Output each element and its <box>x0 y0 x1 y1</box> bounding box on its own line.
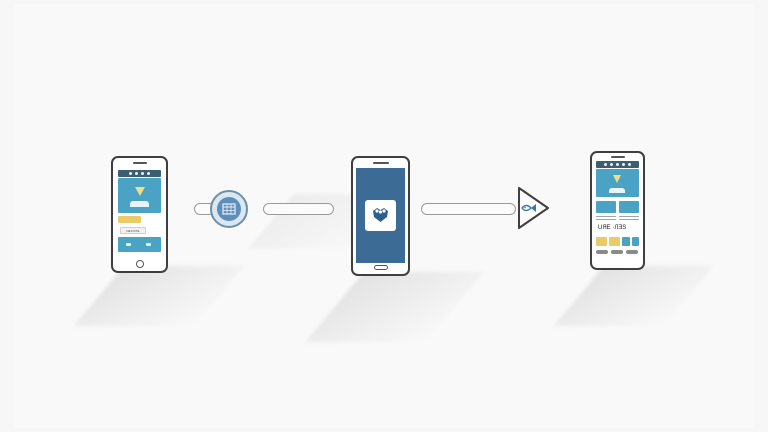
card-line <box>596 219 616 220</box>
source-phone-screen: NEXXXE <box>116 168 163 257</box>
card-icon <box>146 243 151 246</box>
content-card <box>619 201 639 213</box>
tile-blue[interactable] <box>622 237 630 246</box>
center-phone <box>351 156 410 276</box>
trophy-icon <box>613 175 621 183</box>
result-row-text: UЯE ·ЛƎS <box>598 225 627 231</box>
fish-icon <box>521 204 536 212</box>
card-line <box>619 219 639 220</box>
nav-pill[interactable] <box>596 250 608 254</box>
hero-base <box>130 201 149 207</box>
center-phone-screen <box>356 168 405 263</box>
content-card <box>596 201 616 213</box>
hero-base <box>609 188 625 193</box>
tile-yellow[interactable] <box>609 237 620 246</box>
calendar-grid-icon <box>210 190 248 228</box>
calendar-grid-icon-fill <box>217 197 241 221</box>
app-top-bar <box>118 170 161 177</box>
tile-blue[interactable] <box>632 237 639 246</box>
bar-dot <box>610 163 613 166</box>
content-card <box>118 237 161 252</box>
bar-dot <box>135 172 138 175</box>
calendar-grid-glyph <box>222 203 236 215</box>
tile-yellow[interactable] <box>596 237 607 246</box>
bar-dot <box>604 163 607 166</box>
result-phone: UЯE ·ЛƎS <box>590 151 645 270</box>
nav-pill[interactable] <box>626 250 638 254</box>
app-tile-icon[interactable] <box>365 200 396 231</box>
cta-button-label: NEXXXE <box>126 228 140 233</box>
source-phone: NEXXXE <box>111 156 168 273</box>
phone-speaker <box>610 156 625 158</box>
bar-dot <box>129 172 132 175</box>
bar-dot <box>628 163 631 166</box>
home-indicator[interactable] <box>373 265 388 270</box>
diagram-canvas: NEXXXE <box>14 4 754 428</box>
bar-dot <box>147 172 150 175</box>
result-phone-screen: UЯE ·ЛƎS <box>595 159 640 265</box>
card-icon <box>126 243 131 246</box>
shield-app-icon <box>373 208 388 222</box>
highlight-bar <box>118 216 141 223</box>
bar-dot <box>616 163 619 166</box>
trophy-icon <box>135 187 145 196</box>
phone-speaker <box>132 162 147 164</box>
phone-shadow-left <box>73 266 244 326</box>
cta-button[interactable]: NEXXXE <box>120 227 146 234</box>
card-line <box>596 216 616 217</box>
phone-speaker <box>372 162 389 164</box>
home-button[interactable] <box>135 260 144 268</box>
nav-pill[interactable] <box>611 250 623 254</box>
connector-pill <box>263 203 334 215</box>
bar-dot <box>141 172 144 175</box>
phone-shadow-center <box>305 272 484 342</box>
card-line <box>619 216 639 217</box>
bar-dot <box>622 163 625 166</box>
connector-pill <box>421 203 516 215</box>
app-top-bar <box>596 161 639 168</box>
phone-shadow-right <box>553 266 714 326</box>
